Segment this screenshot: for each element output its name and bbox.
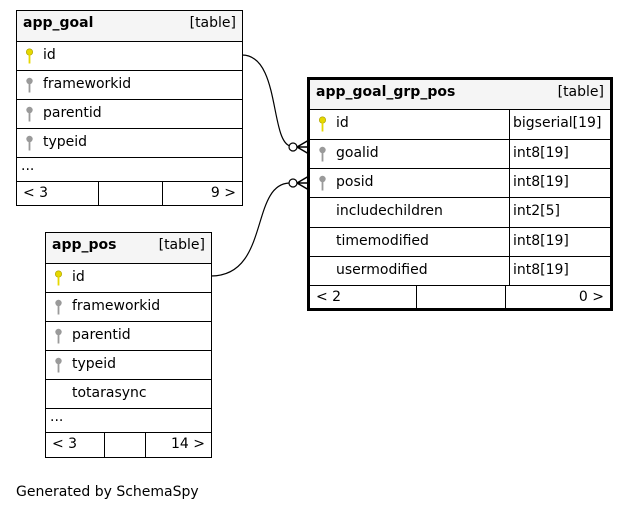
column-row-goalid[interactable]: goalid int8[19] [310, 139, 610, 168]
column-row-parentid[interactable]: parentid [17, 99, 242, 128]
column-name: timemodified [336, 233, 429, 249]
column-divider [509, 110, 510, 139]
column-row-usermodified[interactable]: usermodified int8[19] [310, 256, 610, 285]
column-type: int8[19] [513, 174, 569, 190]
column-row-posid[interactable]: posid int8[19] [310, 168, 610, 197]
footer-divider [104, 433, 105, 457]
more-columns-row[interactable]: ... [17, 157, 242, 181]
column-name: id [336, 115, 349, 131]
fk-optional-marker [288, 178, 298, 188]
table-kind: [table] [189, 15, 236, 31]
column-name: posid [336, 174, 374, 190]
column-type: int8[19] [513, 233, 569, 249]
column-name: frameworkid [43, 76, 132, 92]
primary-key-icon [318, 116, 327, 132]
more-columns-row[interactable]: ... [46, 408, 211, 432]
footer-divider [162, 182, 163, 205]
column-row-frameworkid[interactable]: frameworkid [46, 292, 211, 321]
footer-divider [505, 286, 506, 309]
primary-key-icon [25, 48, 34, 64]
column-name: typeid [43, 134, 88, 150]
footer-divider [416, 286, 417, 309]
column-name: typeid [72, 356, 117, 372]
table-kind: [table] [557, 84, 604, 100]
table-header[interactable]: app_goal_grp_pos [table] [310, 80, 610, 109]
column-name: includechildren [336, 203, 443, 219]
parents-count[interactable]: < 3 [52, 436, 78, 452]
table-kind: [table] [158, 237, 205, 253]
column-row-id[interactable]: id [17, 41, 242, 70]
table-app-goal[interactable]: app_goal [table] id frameworkid parentid… [16, 10, 243, 206]
footer-divider [98, 182, 99, 205]
children-count[interactable]: 9 > [210, 185, 236, 201]
column-divider [509, 140, 510, 168]
fk-line-goalid-to-app-goal[interactable] [241, 54, 291, 147]
column-name: totarasync [72, 385, 147, 401]
more-columns-ellipsis: ... [50, 409, 64, 425]
column-row-typeid[interactable]: typeid [17, 128, 242, 157]
column-row-typeid[interactable]: typeid [46, 350, 211, 379]
foreign-key-icon [319, 175, 326, 191]
children-count[interactable]: 14 > [171, 436, 205, 452]
column-name: parentid [72, 327, 131, 343]
foreign-key-icon [26, 77, 33, 93]
more-columns-ellipsis: ... [21, 158, 35, 174]
column-type: int2[5] [513, 203, 560, 219]
generated-by-text: Generated by SchemaSpy [16, 484, 199, 500]
table-name: app_goal_grp_pos [316, 84, 456, 100]
foreign-key-icon [319, 146, 326, 162]
foreign-key-icon [26, 135, 33, 151]
column-row-id[interactable]: id [46, 263, 211, 292]
table-name: app_goal [23, 15, 94, 31]
column-type: bigserial[19] [513, 115, 602, 131]
column-name: frameworkid [72, 298, 161, 314]
column-name: usermodified [336, 262, 428, 278]
table-header[interactable]: app_pos [table] [46, 233, 211, 263]
column-divider [509, 169, 510, 197]
children-count[interactable]: 0 > [578, 289, 604, 305]
column-divider [509, 228, 510, 256]
table-name: app_pos [52, 237, 117, 253]
column-row-parentid[interactable]: parentid [46, 321, 211, 350]
column-name: goalid [336, 145, 379, 161]
primary-key-icon [54, 270, 63, 286]
column-row-timemodified[interactable]: timemodified int8[19] [310, 227, 610, 256]
column-name: parentid [43, 105, 102, 121]
parents-count[interactable]: < 3 [23, 185, 49, 201]
column-name: id [43, 47, 56, 63]
fk-line-posid-to-app-pos[interactable] [210, 182, 290, 277]
parents-count[interactable]: < 2 [316, 289, 342, 305]
column-divider [509, 257, 510, 285]
column-type: int8[19] [513, 145, 569, 161]
column-type: int8[19] [513, 262, 569, 278]
foreign-key-icon [26, 106, 33, 122]
column-name: id [72, 269, 85, 285]
table-footer: < 3 14 > [46, 432, 211, 457]
column-row-includechildren[interactable]: includechildren int2[5] [310, 197, 610, 227]
table-footer: < 3 9 > [17, 181, 242, 205]
fk-optional-marker [288, 142, 298, 152]
foreign-key-icon [55, 328, 62, 344]
table-header[interactable]: app_goal [table] [17, 11, 242, 41]
foreign-key-icon [55, 357, 62, 373]
foreign-key-icon [55, 299, 62, 315]
footer-divider [145, 433, 146, 457]
column-row-totarasync[interactable]: totarasync [46, 379, 211, 408]
table-app-pos[interactable]: app_pos [table] id frameworkid parentid … [45, 232, 212, 458]
table-app-goal-grp-pos[interactable]: app_goal_grp_pos [table] id bigserial[19… [307, 77, 613, 311]
column-row-id[interactable]: id bigserial[19] [310, 109, 610, 139]
column-row-frameworkid[interactable]: frameworkid [17, 70, 242, 99]
table-footer: < 2 0 > [310, 285, 610, 309]
column-divider [509, 198, 510, 227]
